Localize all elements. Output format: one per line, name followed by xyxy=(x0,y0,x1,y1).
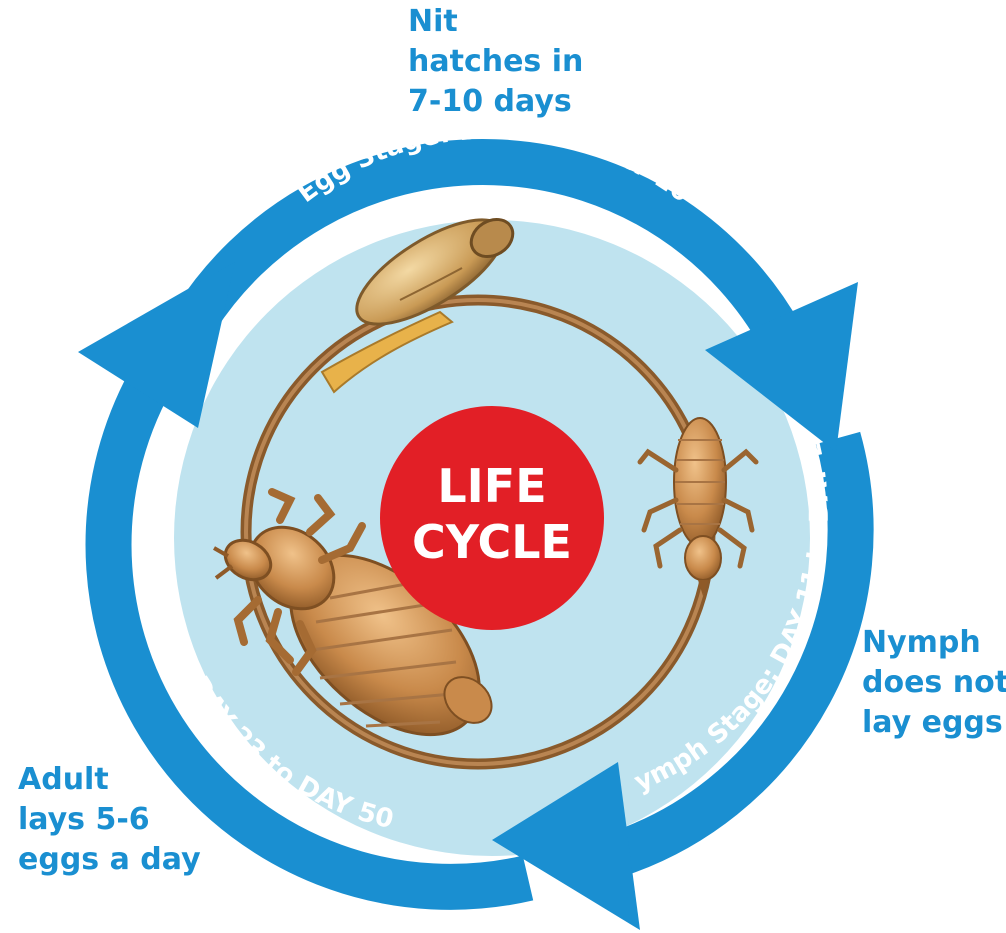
note-adult: Adult lays 5-6 eggs a day xyxy=(18,760,201,880)
note-adult-line: lays 5-6 xyxy=(18,800,201,840)
note-egg: Nit hatches in 7-10 days xyxy=(408,2,583,122)
note-adult-line: eggs a day xyxy=(18,840,201,880)
note-egg-line: 7-10 days xyxy=(408,82,583,122)
center-title-line2: CYCLE xyxy=(412,515,572,569)
note-egg-line: hatches in xyxy=(408,42,583,82)
note-nymph-line: lay eggs xyxy=(862,703,1006,743)
note-adult-line: Adult xyxy=(18,760,201,800)
note-nymph: Nymph does not lay eggs xyxy=(862,623,1006,743)
note-nymph-line: Nymph xyxy=(862,623,1006,663)
note-nymph-line: does not xyxy=(862,663,1006,703)
note-egg-line: Nit xyxy=(408,2,583,42)
center-title-line1: LIFE xyxy=(437,459,546,513)
